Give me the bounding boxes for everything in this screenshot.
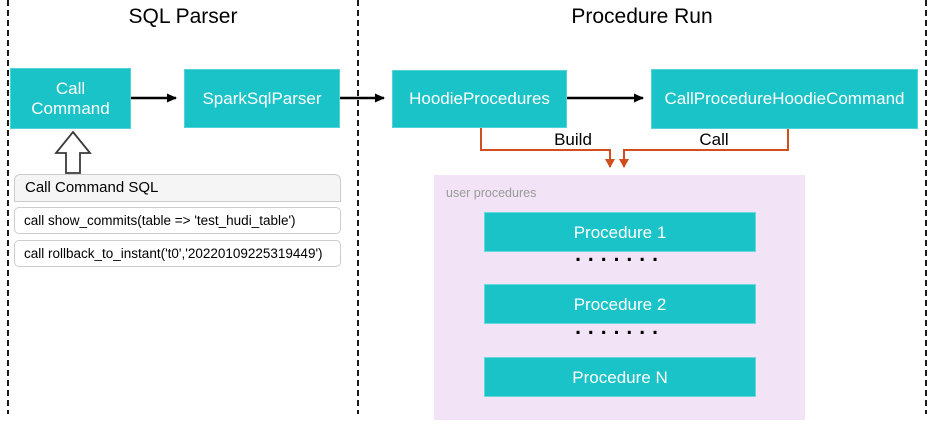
node-call-command-label: Call Command [31,78,110,118]
node-hoodieprocedures-label: HoodieProcedures [409,89,550,108]
procedure-box-2: Procedure 2 [484,284,756,324]
user-procedures-panel: user procedures Procedure 1 ....... Proc… [434,175,805,420]
node-call-command: Call Command [10,68,131,129]
sql-row-rollback-to-instant: call rollback_to_instant('t0','202201092… [14,240,341,267]
sql-row-show-commits: call show_commits(table => 'test_hudi_ta… [14,207,341,234]
procedure-box-1: Procedure 1 [484,212,756,252]
dots-separator-2: ....... [575,316,665,339]
edge-label-call: Call [699,130,729,149]
connector-build-arrow-icon [480,128,615,168]
node-hoodieprocedures: HoodieProcedures [392,70,567,128]
edge-label-build: Build [554,130,592,149]
node-callprocedurehoodiecommand-label: CallProcedureHoodieCommand [664,89,905,108]
section-title-sql-parser: SQL Parser [128,5,238,28]
up-arrow-icon [54,130,92,174]
node-sparksqlparser-label: SparkSqlParser [202,88,322,108]
user-procedures-label: user procedures [446,186,537,200]
sql-panel: Call Command SQL call show_commits(table… [14,174,341,273]
connector-call-arrow-icon [619,129,789,168]
sql-panel-header: Call Command SQL [14,174,341,202]
section-title-procedure-run: Procedure Run [571,5,713,28]
procedure-box-n: Procedure N [484,357,756,397]
dots-separator-1: ....... [575,243,665,266]
node-sparksqlparser: SparkSqlParser [184,69,340,128]
node-callprocedurehoodiecommand: CallProcedureHoodieCommand [651,69,918,129]
